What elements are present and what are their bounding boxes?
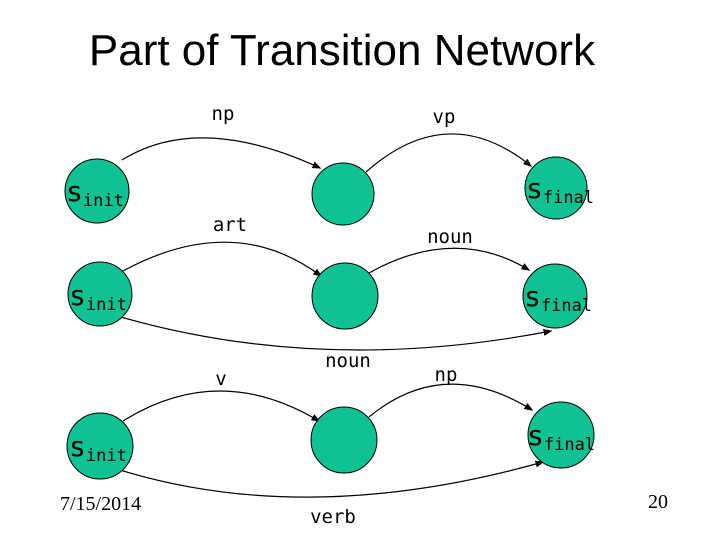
arc-label-np-row3: np xyxy=(434,364,458,386)
state-label-main: s xyxy=(69,279,86,312)
arc-noun-long-row2 xyxy=(120,316,553,351)
arc-label-noun-long-row2: noun xyxy=(325,350,371,372)
arc-label-np-row1: np xyxy=(211,103,235,125)
state-label-main: s xyxy=(527,419,544,452)
state-node-final-row1 xyxy=(524,156,588,220)
page-number: 20 xyxy=(648,491,668,513)
page-title: Part of Transition Network xyxy=(88,26,596,75)
state-node-final-row3 xyxy=(527,401,595,469)
state-node-init-row1 xyxy=(64,158,130,224)
state-node-mid-row3 xyxy=(310,406,378,474)
footer-date: 7/15/2014 xyxy=(60,493,142,515)
arc-label-v-row3: v xyxy=(215,368,227,390)
state-node-final-row2 xyxy=(522,263,588,329)
arc-label-art-row2: art xyxy=(212,214,248,236)
state-label-sub: final xyxy=(542,188,595,208)
state-label-main: s xyxy=(66,175,83,208)
arc-verb-long-row3 xyxy=(119,460,545,498)
state-label-sub: init xyxy=(85,295,127,315)
arc-label-noun-row2: noun xyxy=(427,226,473,248)
arc-noun-row2 xyxy=(368,247,531,274)
arc-vp-row1 xyxy=(365,133,533,173)
state-label-sub: final xyxy=(543,435,596,455)
state-node-init-row2 xyxy=(67,261,133,327)
state-label-sub: init xyxy=(82,191,124,211)
state-label-main: s xyxy=(526,172,543,205)
state-label-sub: final xyxy=(540,296,593,316)
arc-v-row3 xyxy=(122,390,321,422)
state-node-init-row3 xyxy=(66,412,134,480)
state-label-main: s xyxy=(69,430,86,463)
state-node-mid-row2 xyxy=(311,262,379,330)
arc-np-row3 xyxy=(368,383,534,418)
state-label-sub: init xyxy=(85,446,127,466)
arc-art-row2 xyxy=(122,241,323,277)
state-label-main: s xyxy=(524,280,541,313)
arc-label-verb-long-row3: verb xyxy=(310,506,356,528)
arc-label-vp-row1: vp xyxy=(432,106,456,128)
arc-np-row1 xyxy=(121,137,322,169)
state-node-mid-row1 xyxy=(311,162,375,226)
